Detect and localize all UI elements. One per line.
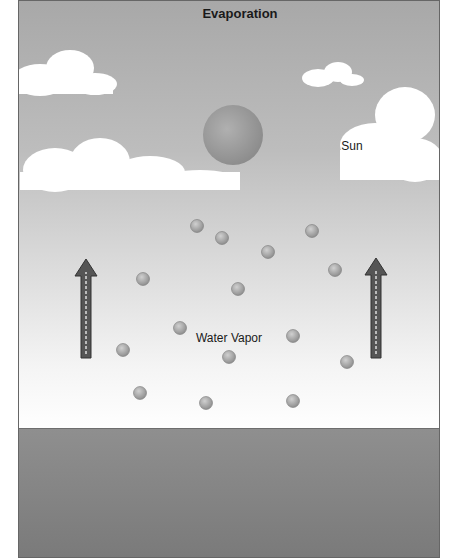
vapor-label: Water Vapor xyxy=(194,331,264,345)
title-slot: Evaporation xyxy=(202,4,277,22)
water-surface xyxy=(18,428,440,429)
sky xyxy=(18,0,440,430)
up-arrow xyxy=(365,258,387,358)
vapor-droplet xyxy=(137,273,150,286)
up-arrow xyxy=(75,259,97,358)
sun-disc xyxy=(203,105,263,165)
vapor-droplet xyxy=(306,225,319,238)
frame xyxy=(19,1,440,558)
label-slot: Sun xyxy=(339,136,364,154)
cloud xyxy=(302,62,364,87)
vapor-droplet xyxy=(287,330,300,343)
vapor-droplet xyxy=(223,351,236,364)
vapor-droplet xyxy=(117,344,130,357)
clouds xyxy=(12,50,443,192)
vapor-droplet xyxy=(341,356,354,369)
vapor-droplet xyxy=(329,264,342,277)
vapor-droplet xyxy=(262,246,275,259)
vapor-droplet xyxy=(287,395,300,408)
cloud xyxy=(340,87,443,182)
label-slot: Water Vapor xyxy=(194,328,264,346)
vapor-droplet xyxy=(200,397,213,410)
water-body xyxy=(18,428,440,558)
vapor-droplets xyxy=(117,220,354,410)
vapor-droplet xyxy=(174,322,187,335)
vapor-droplet xyxy=(232,283,245,296)
sun-label: Sun xyxy=(339,139,364,153)
cloud xyxy=(12,50,117,96)
diagram-title: Evaporation xyxy=(202,6,277,22)
vapor-droplet xyxy=(216,232,229,245)
vapor-droplet xyxy=(191,220,204,233)
vapor-arrows xyxy=(75,258,387,358)
vapor-droplet xyxy=(134,387,147,400)
